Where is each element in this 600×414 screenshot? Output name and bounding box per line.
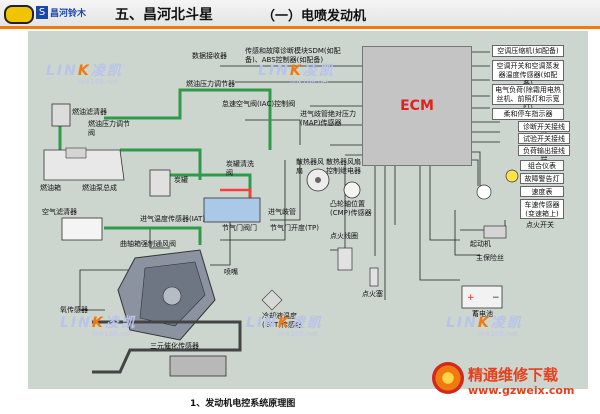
iac-label: 怠速空气阀(IAC)控制阀 [222, 100, 296, 108]
abs-note-label: 传感和故障诊断模块SDM(如配备)、ABS控制器(如配备) [245, 47, 341, 64]
fuel-tank-icon [43, 147, 125, 181]
watermark-bottom-right: LINK凌凯 [446, 315, 523, 331]
catalytic-converter-icon [169, 355, 227, 377]
air-filter-icon [61, 217, 103, 241]
watermark-site-bottom-middle: link168.net [278, 330, 318, 338]
changhe-logo-icon [4, 5, 34, 24]
o2-sensor-label: 氧传感器 [60, 306, 88, 314]
iat-label: 进气温度传感器(IAT) [140, 215, 206, 223]
intake-manifold-label: 进气歧管 [268, 208, 296, 216]
fan-control-label: 散热器风扇控制继电器 [326, 158, 361, 175]
battery-icon [461, 285, 503, 309]
ignition-coil-icon [337, 247, 353, 271]
electric-load-box: 电气负荷(除霜用电热丝机、前照灯和示宽灯) [492, 84, 564, 112]
starter-label: 起动机 [470, 240, 491, 248]
watermark-site-bottom-right: link168.net [478, 330, 518, 338]
main-relay-label: 主保险丝 [476, 254, 504, 262]
diagram-caption: 1、发动机电控系统原理图 [190, 399, 296, 409]
fuel-filter-label: 燃油滤清器 [72, 108, 107, 116]
ignition-switch-label: 点火开关 [526, 221, 554, 229]
exhaust-pipe-icon [92, 320, 242, 374]
warning-lamp-icon [505, 169, 519, 183]
ect-sensor-icon [261, 289, 283, 311]
ac-switch-box: 空调开关和空调蒸发器温度传感器(如配备) [492, 60, 564, 88]
section-title: 五、昌河北斗星 [115, 7, 213, 23]
catalytic-converter-label: 三元催化传感器 [150, 342, 199, 350]
cmp-sensor-icon [343, 181, 361, 199]
map-label: 进气歧管绝对压力(MAP)传感器 [300, 110, 356, 127]
data-connector-label: 数据接收器 [192, 52, 227, 60]
svg-text:−: − [492, 293, 500, 303]
fuel-tank-label: 燃油箱 [40, 184, 61, 192]
watermark-site-bottom-left: link168.net [92, 330, 132, 338]
watermark-top-middle: LINK凌凯 [258, 63, 335, 79]
battery-label: 蓄电池 [472, 310, 493, 318]
diag-switch-box: 诊断开关接线端 [518, 121, 570, 140]
parking-indicator-box: 柔和停车指示器 [492, 108, 564, 120]
watermark-site-top-left: link168.net [78, 78, 118, 86]
fuel-pump-label: 燃油泵总成 [82, 184, 117, 192]
cmp-label: 凸轮轴位置(CMP)传感器 [330, 200, 372, 217]
fuel-pressure-regulator-label: 燃油压力调节器 [186, 80, 235, 88]
spark-plug-label: 点火塞 [362, 290, 383, 298]
site-name: 精通维修下载 [468, 366, 559, 384]
speedometer-icon [476, 184, 492, 200]
header-bar: S 昌河铃木 五、昌河北斗星 （一）电喷发动机 [0, 0, 600, 29]
canister-icon [149, 169, 171, 197]
site-logo-icon [432, 362, 464, 394]
throttle-valve-label: 节气门阀门 [222, 224, 257, 232]
throttle-body-icon [203, 197, 261, 223]
svg-text:+: + [467, 293, 475, 303]
warning-lamp-box: 故障警告灯 [520, 173, 564, 184]
speedometer-box: 速度表 [520, 186, 564, 197]
canister-label: 炭罐 [174, 176, 188, 184]
starter-icon [483, 225, 507, 239]
load-output-box: 负荷输出接线端 [518, 145, 570, 164]
instrument-cluster-box: 组合仪表 [520, 160, 564, 171]
cooling-fan-label: 散热器风扇 [296, 158, 324, 175]
brand-text: 昌河铃木 [50, 9, 87, 19]
ignition-coil-label: 点火线圈 [330, 232, 358, 240]
test-switch-box: 试验开关接线端 [518, 133, 570, 152]
fuel-injector-label: 喷嘴 [224, 268, 238, 276]
ac-compressor-box: 空调压缩机(如配备) [492, 45, 564, 57]
air-filter-label: 空气滤清器 [42, 208, 77, 216]
engine-icon [117, 249, 216, 341]
suzuki-logo-icon: S [36, 6, 48, 19]
watermark-bottom-left: LINK凌凯 [60, 315, 137, 331]
ecm-block: ECM [362, 46, 472, 166]
watermark-top-left: LINK凌凯 [46, 63, 123, 79]
canister-purge-label: 炭罐清洗阀 [226, 160, 254, 177]
vss-box: 车速传感器(变速箱上) [520, 199, 564, 219]
fuel-pressure-valve-label: 燃油压力调节阀 [88, 120, 130, 137]
subsection-title: （一）电喷发动机 [262, 9, 367, 24]
watermark-site-top-middle: link168.net [290, 78, 330, 86]
fuel-filter-icon [51, 103, 71, 127]
ect-label: 冷却液温度(ECT)传感器 [262, 312, 303, 329]
engine-inlet-label: 曲轴箱强制通风阀 [120, 240, 176, 248]
tp-label: 节气门开度(TP) [270, 224, 319, 232]
site-url: www.gzweix.com [468, 384, 575, 397]
spark-plug-icon [369, 267, 379, 287]
watermark-bottom-middle: LINK凌凯 [246, 315, 323, 331]
